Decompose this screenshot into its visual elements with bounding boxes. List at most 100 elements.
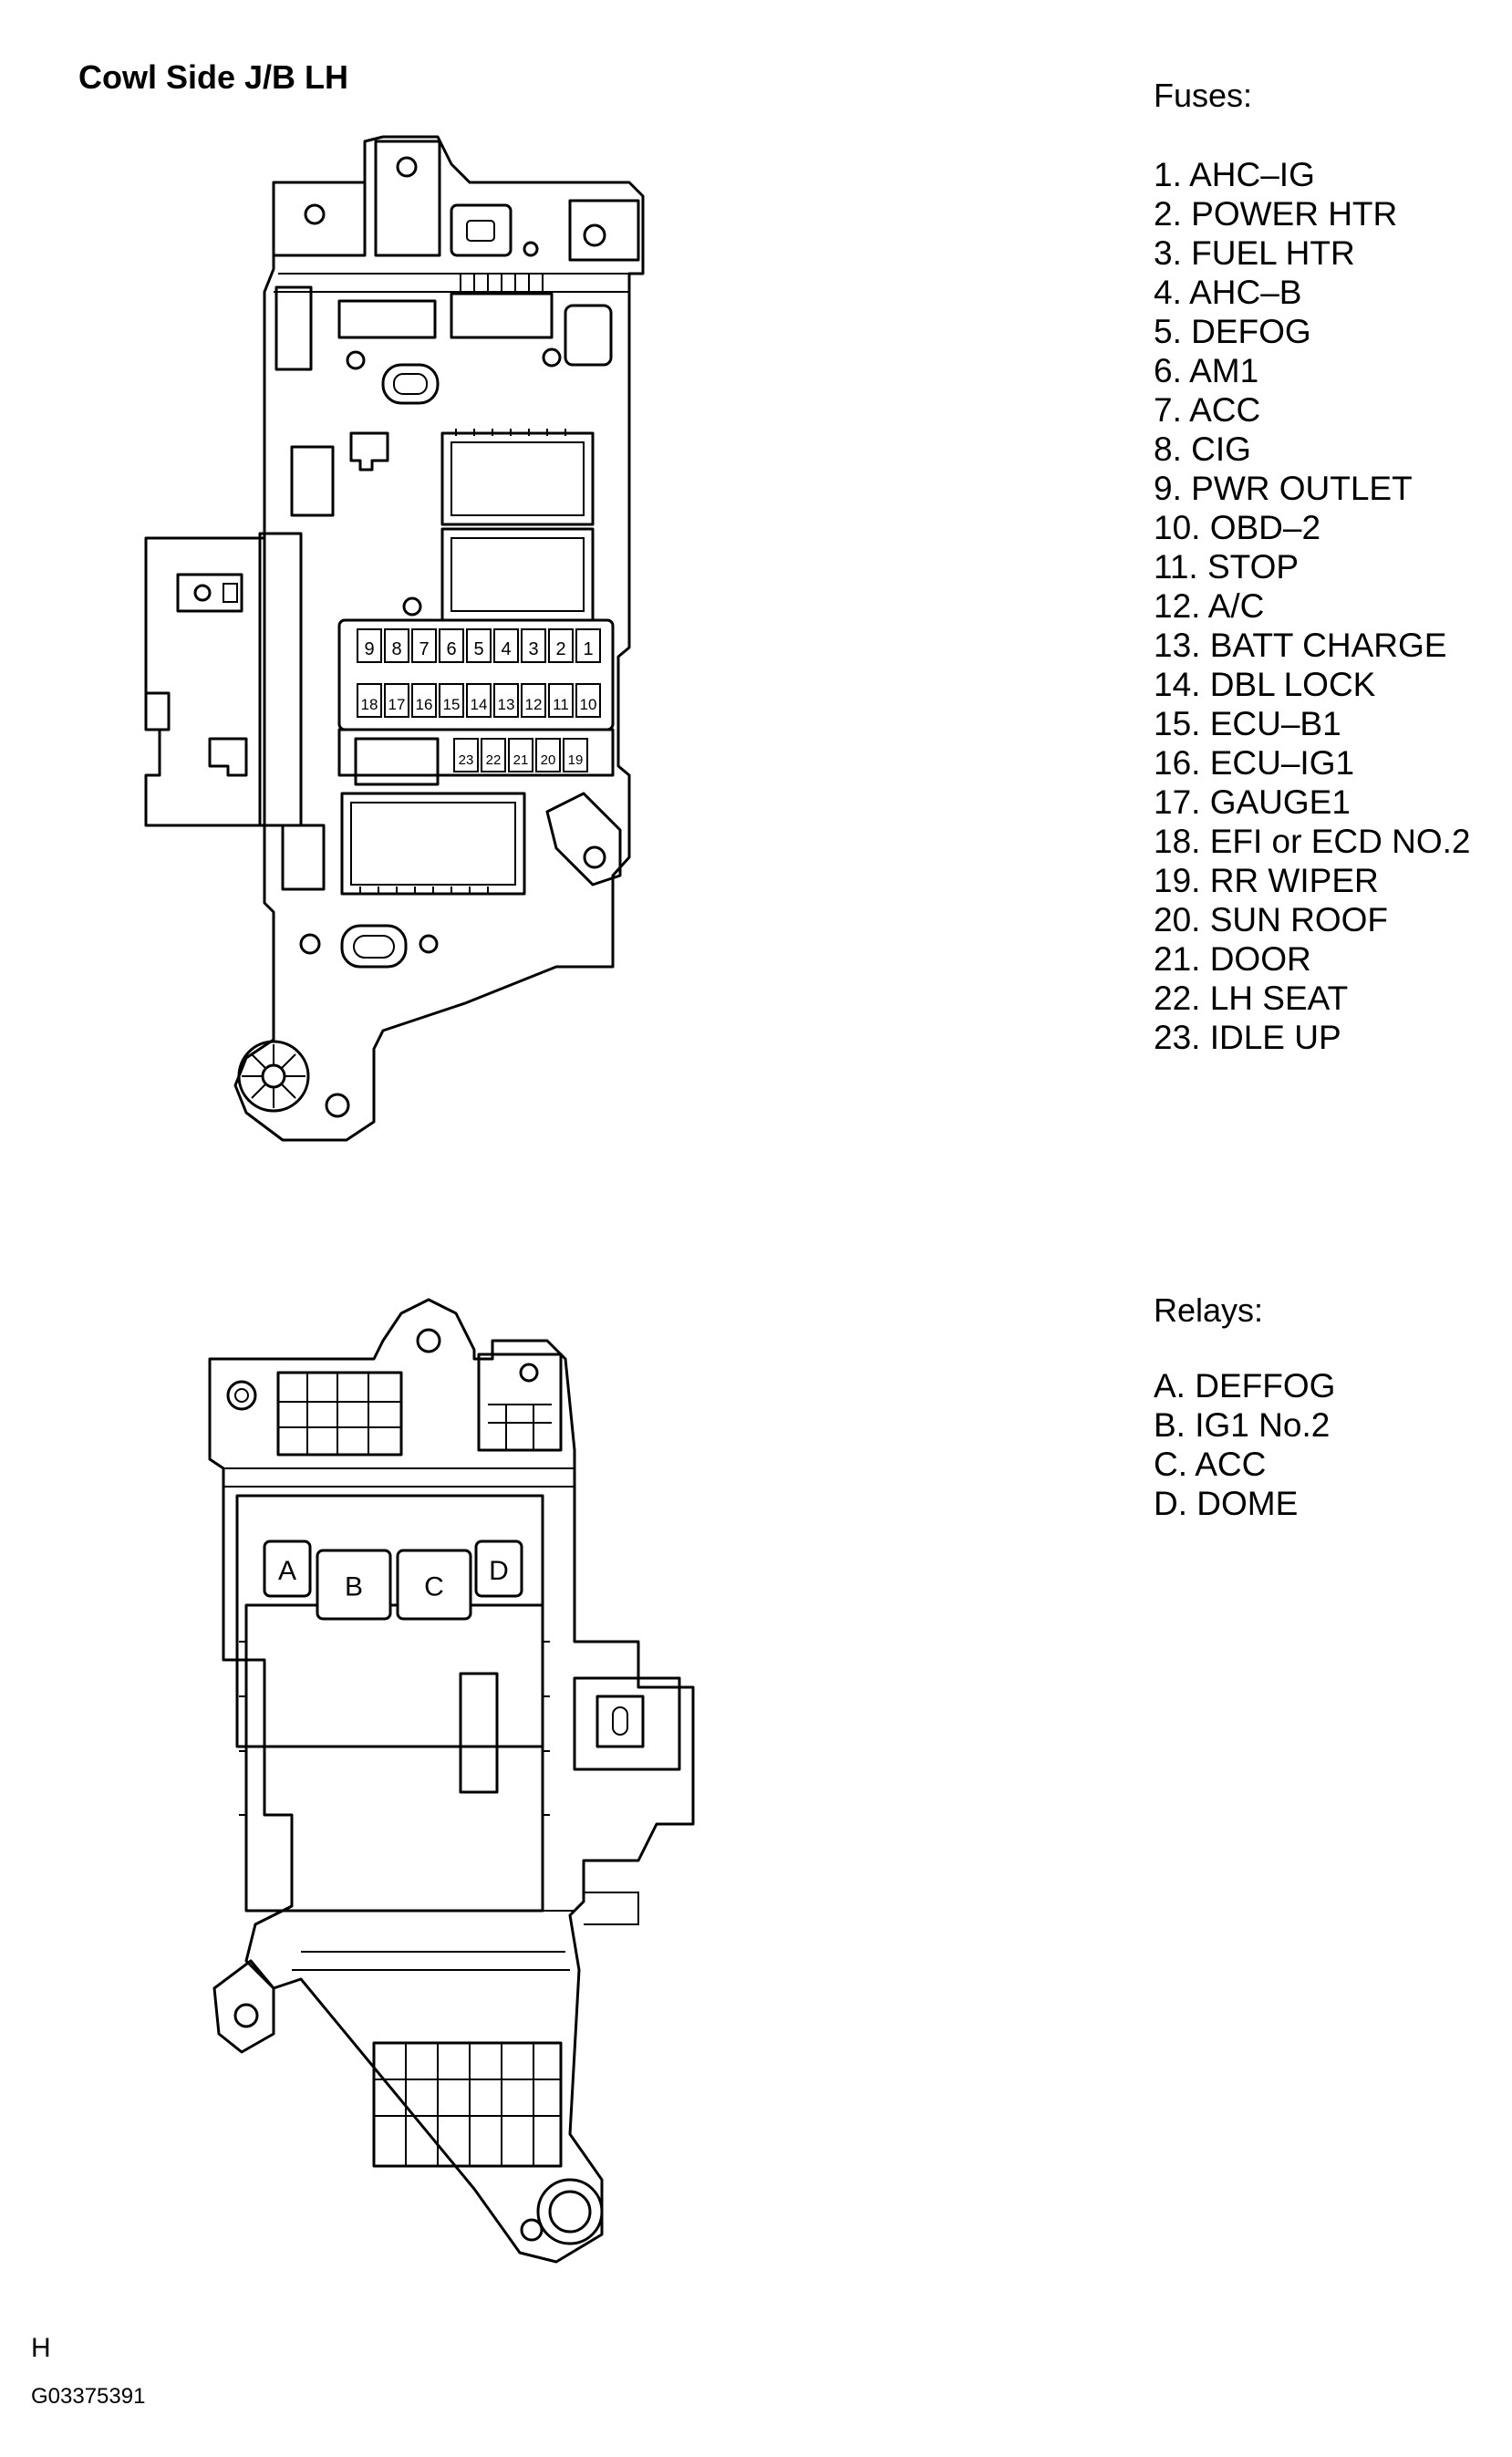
fuse-slot-label: 11 [553, 696, 569, 713]
fuse-item: 3. FUEL HTR [1154, 234, 1355, 272]
fuse-slot-label: 3 [528, 639, 538, 659]
fuse-slot: 9 [357, 628, 382, 663]
fuse-slot-outline [384, 683, 409, 718]
fuse-slot-label: 21 [513, 752, 529, 768]
fuse-slot-label: 4 [501, 639, 511, 659]
fuse-item: 15. ECU–B1 [1154, 705, 1341, 742]
fuse-item: 10. OBD–2 [1154, 509, 1321, 546]
fuse-slot-label: 2 [555, 639, 565, 659]
jb-bottom-side-latch [595, 1695, 645, 1748]
fuse-item: 23. IDLE UP [1154, 1019, 1341, 1056]
jb-bottom-lower-grid [372, 2041, 563, 2168]
jb-top-mount-gear [237, 1040, 310, 1113]
fuse-slot: 5 [466, 628, 492, 663]
jb-top-mount-hole [325, 1093, 350, 1118]
fuse-slot-label: 13 [498, 696, 515, 713]
fuse-slot-outline [384, 628, 409, 663]
fuse-item: 1. AHC–IG [1154, 156, 1315, 193]
fuse-item: 11. STOP [1154, 548, 1300, 586]
jb-top-side-connector-bar [258, 532, 303, 827]
jb-bottom-cover-ticks [239, 1641, 550, 1816]
fuse-slot-label: 22 [486, 752, 502, 768]
jb-top-screw-5 [419, 934, 439, 954]
fuse-slot: 8 [384, 628, 409, 663]
junction-block-bottom-view [208, 1298, 695, 2264]
fuse-item: 13. BATT CHARGE [1154, 627, 1447, 664]
fuse-item: 4. AHC–B [1154, 274, 1302, 311]
jb-bottom-side-hooks [584, 1892, 639, 1925]
relay-item: C. ACC [1154, 1446, 1267, 1483]
jb-top-bottom-relay [340, 792, 526, 896]
jb-top-screw-1 [346, 350, 366, 370]
jb-bottom-outline [208, 1298, 695, 2264]
jb-top-left-ear-hole [304, 203, 326, 225]
jb-top-screw-3 [402, 596, 422, 617]
relay-socket-label: B [345, 1572, 363, 1602]
fuse-slot-label: 12 [525, 696, 543, 713]
relay-block-2-inner [450, 537, 585, 612]
fuse-slot-label: 1 [583, 639, 593, 659]
jb-top-upper-connector-ribs [460, 274, 544, 294]
jb-bottom-top-right-hole [519, 1363, 539, 1383]
fuse-slot-label: 7 [419, 639, 429, 659]
fuse-item: 5. DEFOG [1154, 313, 1311, 350]
jb-top-left-cavity [274, 285, 313, 371]
fuse-slot: 13 [493, 683, 519, 718]
fuse-item: 22. LH SEAT [1154, 980, 1349, 1017]
relay-socket-b: B [316, 1549, 392, 1621]
fuse-slot-outline [411, 628, 437, 663]
jb-bottom-top-left-hole-inner [234, 1388, 249, 1403]
jb-top-small-hole [523, 241, 539, 257]
relay-item: A. DEFFOG [1154, 1367, 1336, 1405]
fuses-heading: Fuses: [1154, 77, 1253, 114]
fuse-slot-outline [411, 683, 437, 718]
jb-top-bottom-small-cavity [354, 737, 440, 786]
fuse-slot-label: 15 [443, 696, 461, 713]
jb-top-screw-2 [542, 347, 562, 368]
fuse-item: 9. PWR OUTLET [1154, 470, 1413, 507]
relay-item: D. DOME [1154, 1485, 1299, 1522]
fuse-slot-outline [493, 628, 519, 663]
fuse-slot-outline [563, 738, 588, 772]
relay-socket-label: C [424, 1572, 444, 1602]
jb-bottom-mount-small-hole [520, 2218, 544, 2242]
relay-socket-label: D [489, 1556, 509, 1586]
jb-top-upper-connector-2 [450, 292, 554, 339]
jb-bottom-top-right-block [477, 1353, 563, 1452]
fuse-slot-outline [466, 683, 492, 718]
fuse-slot: 10 [575, 683, 601, 718]
jb-bottom-mount-inner [548, 2190, 592, 2234]
fuse-slot-outline [508, 738, 533, 772]
fuse-slot-label: 16 [416, 696, 433, 713]
fuse-slot-outline [466, 628, 492, 663]
relays-heading: Relays: [1154, 1291, 1264, 1329]
fuse-slot-label: 20 [541, 752, 556, 768]
fuse-list: 1. AHC–IG 2. POWER HTR 3. FUEL HTR 4. AH… [1154, 155, 1471, 1057]
jb-bottom-side-latch-slot [612, 1706, 628, 1736]
fuse-slot-label: 23 [459, 752, 474, 768]
jb-top-hook-cavity [349, 431, 389, 472]
jb-top-upper-right-cavity [564, 304, 613, 367]
fuse-slot-outline [575, 683, 601, 718]
fuse-slot: 11 [548, 683, 574, 718]
diagram-title: Cowl Side J/B LH [78, 58, 349, 96]
jb-bottom-top-grid [276, 1371, 403, 1457]
fuse-slot: 17 [384, 683, 409, 718]
fuse-slot-label: 19 [568, 752, 584, 768]
fuse-panel-lower [337, 728, 615, 777]
jb-top-mount-gear-spokes [242, 1044, 306, 1108]
fuse-item: 19. RR WIPER [1154, 862, 1379, 899]
jb-top-mid-tab [374, 140, 441, 257]
fuse-slot-outline [535, 738, 561, 772]
fuse-item: 14. DBL LOCK [1154, 666, 1376, 703]
fuse-slot-outline [575, 628, 601, 663]
fuse-slot: 3 [521, 628, 546, 663]
jb-bottom-left-bracket [212, 1959, 275, 2054]
fuse-slot-outline [548, 628, 574, 663]
jb-top-side-latch [176, 573, 243, 613]
footer-letter: H [31, 2333, 51, 2363]
relay-socket-outline [263, 1540, 312, 1598]
jb-top-side-bottom-hook [208, 737, 248, 777]
